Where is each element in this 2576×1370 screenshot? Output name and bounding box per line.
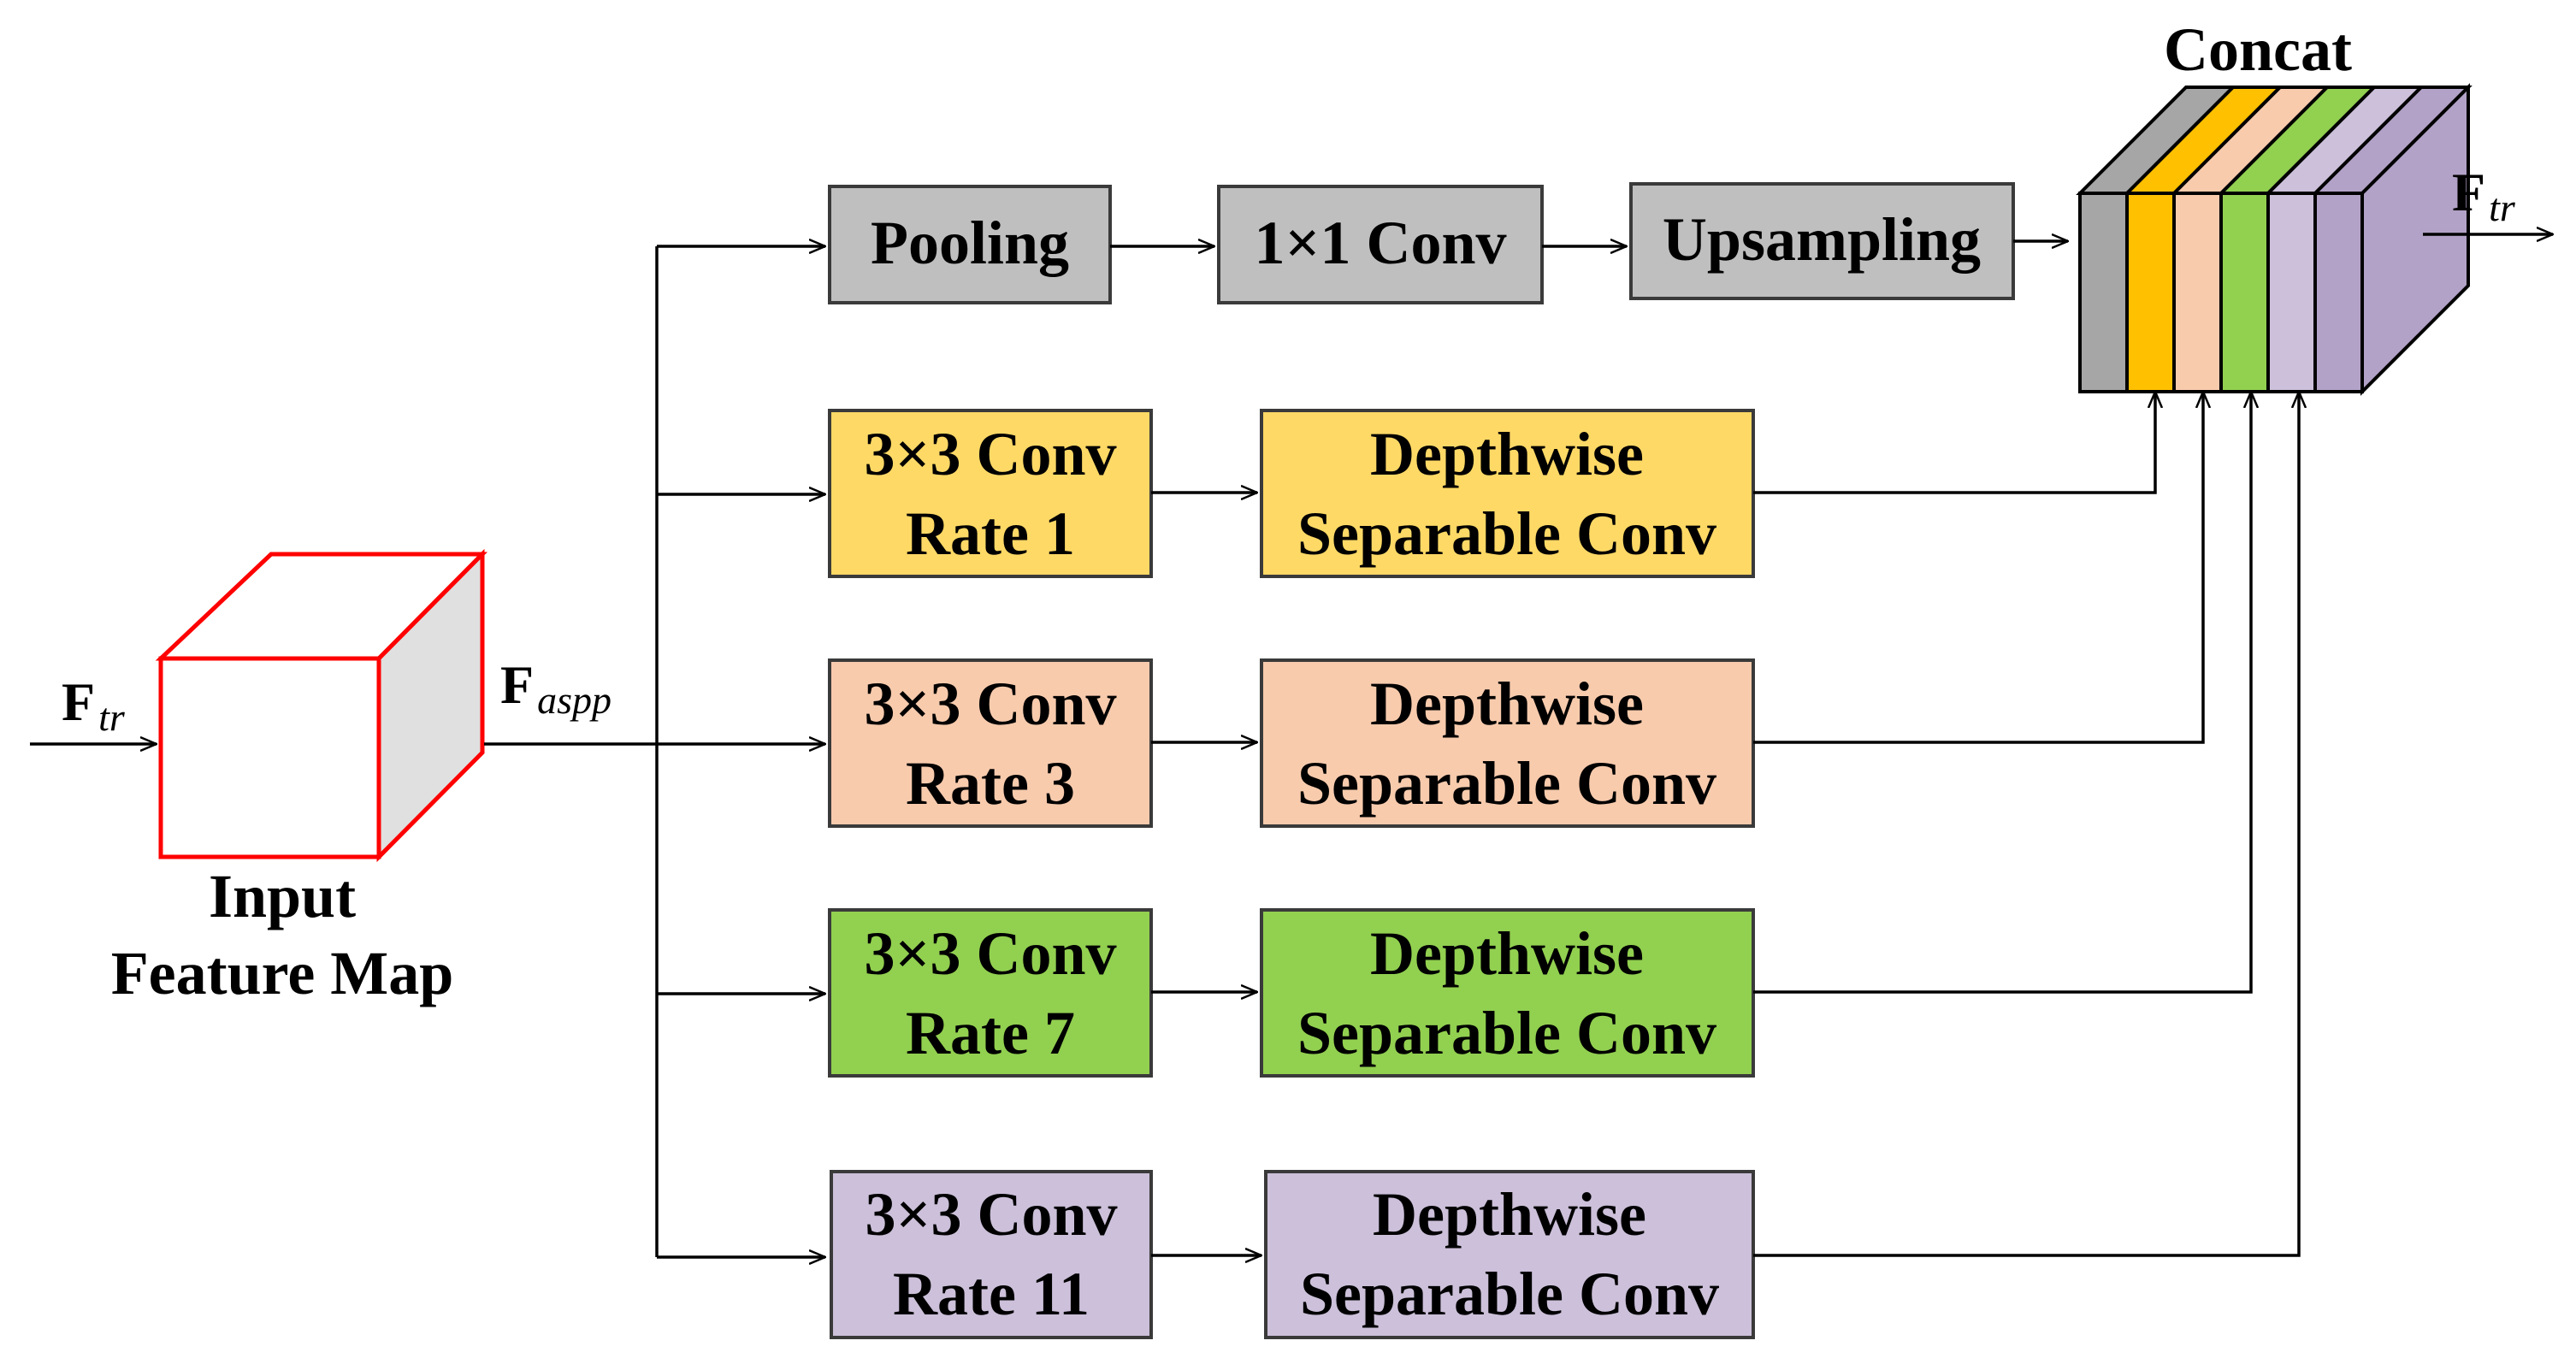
concat-slice-6 (2313, 192, 2364, 393)
concat-slice-5 (2266, 192, 2317, 393)
conv-label-rate-1-line1: 3×3 Conv (864, 420, 1116, 488)
conv-label-rate-7-line1: 3×3 Conv (864, 919, 1116, 988)
split-wires (484, 246, 825, 1257)
output-symbol: Ftr (2452, 162, 2516, 229)
dw-label-rate-7-line1: Depthwise (1370, 919, 1644, 988)
conv-box-rate-3 (828, 658, 1153, 828)
concat-title: Concat (2164, 15, 2352, 84)
aspp-symbol: Faspp (500, 654, 612, 722)
input-symbol: Ftr (62, 671, 126, 739)
dw-label-rate-11-line2: Separable Conv (1300, 1260, 1719, 1328)
dw-label-rate-3-line2: Separable Conv (1297, 749, 1716, 818)
concat-slice-3 (2172, 192, 2223, 393)
dw-label-rate-3-line1: Depthwise (1370, 670, 1644, 738)
dw-box-rate-7 (1260, 908, 1755, 1078)
conv-label-rate-11-line1: 3×3 Conv (865, 1180, 1117, 1249)
conv-label-rate-11-line2: Rate 11 (893, 1260, 1090, 1328)
dw-label-rate-1-line2: Separable Conv (1297, 499, 1716, 568)
conv-box-rate-11 (830, 1170, 1153, 1339)
branch-rate-3: 3×3 Conv Rate 3 Depthwise Separable Conv (828, 392, 2203, 828)
upsampling-label: Upsampling (1663, 205, 1981, 274)
cube-label-line2: Feature Map (111, 939, 454, 1007)
concat-slice-1 (2078, 192, 2129, 393)
conv-label-rate-3-line2: Rate 3 (906, 749, 1075, 818)
dw-box-rate-11 (1264, 1170, 1755, 1339)
input-feature-map-cube (155, 548, 488, 863)
concat-slice-2 (2125, 192, 2176, 393)
upsampling-box (1629, 182, 2015, 300)
pooling-branch: Pooling 1×1 Conv Upsampling (828, 182, 2068, 304)
dw-label-rate-7-line2: Separable Conv (1297, 999, 1716, 1067)
branch-rate-1: 3×3 Conv Rate 1 Depthwise Separable Conv (828, 392, 2155, 578)
concat-slice-4 (2219, 192, 2270, 393)
concat-block (2076, 83, 2473, 396)
conv-label-rate-3-line1: 3×3 Conv (864, 670, 1116, 738)
conv-box-rate-1 (828, 409, 1153, 578)
conv-label-rate-7-line2: Rate 7 (906, 999, 1075, 1067)
dw-label-rate-1-line1: Depthwise (1370, 420, 1644, 488)
cube-front-face (158, 656, 381, 859)
conv-label-rate-1-line2: Rate 1 (906, 499, 1075, 568)
branch-rate-7: 3×3 Conv Rate 7 Depthwise Separable Conv (828, 392, 2251, 1078)
pooling-box (828, 185, 1112, 304)
pooling-label: Pooling (871, 209, 1069, 277)
branch-rate-11: 3×3 Conv Rate 11 Depthwise Separable Con… (830, 392, 2299, 1339)
dw-box-rate-1 (1260, 409, 1755, 578)
conv1x1-label: 1×1 Conv (1254, 209, 1506, 277)
conv1x1-box (1217, 185, 1544, 304)
dw-box-rate-3 (1260, 658, 1755, 828)
dw-label-rate-11-line1: Depthwise (1373, 1180, 1646, 1249)
cube-label-line1: Input (209, 862, 356, 930)
